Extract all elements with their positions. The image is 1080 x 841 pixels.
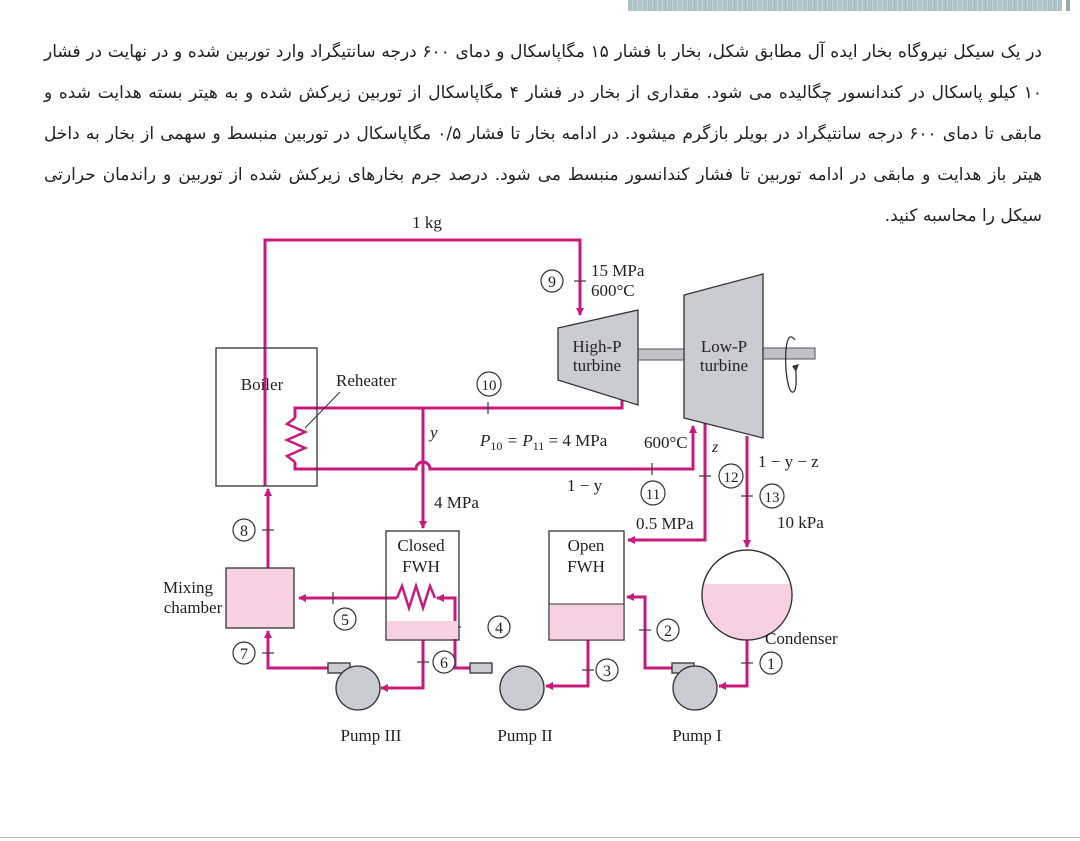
pump2-label: Pump II	[497, 726, 553, 745]
closed-fwh-coil	[395, 581, 437, 613]
state-3-label: 3	[603, 663, 611, 680]
y-label: y	[428, 423, 438, 442]
state-7-label: 7	[240, 646, 248, 663]
state-8-circle	[232, 518, 256, 542]
closed-fwh-label: Closed	[397, 536, 445, 555]
pumps	[327, 662, 718, 711]
state-4-label: 4	[495, 620, 503, 637]
condenser-pressure: 10 kPa	[777, 513, 824, 532]
open-fwh-pressure: 0.5 MPa	[636, 514, 694, 533]
state-12-circle	[718, 463, 744, 489]
pump2	[499, 665, 545, 711]
mixing-chamber	[225, 567, 295, 629]
reheat-temperature: 600°C	[644, 433, 688, 452]
state-5-label: 5	[341, 612, 349, 629]
problem-statement: در یک سیکل نیروگاه بخار ایده آل مطابق شک…	[44, 42, 1042, 226]
state-1-label: 1	[767, 656, 775, 673]
hp-turbine-label2: turbine	[573, 356, 621, 375]
state-11-circle	[640, 480, 666, 506]
condenser-label: Condenser	[765, 629, 838, 648]
one-minus-y-z-label: 1 − y − z	[758, 452, 819, 471]
state9-temperature: 600°C	[591, 281, 635, 300]
reheater-label: Reheater	[336, 371, 397, 390]
reheater-leader	[304, 391, 341, 429]
state-13-label: 13	[765, 490, 780, 506]
boiler-box	[215, 347, 318, 487]
state-12-label: 12	[724, 470, 739, 486]
pipe-condenser-to-pump1	[718, 640, 749, 690]
state-5-circle	[333, 607, 357, 631]
pump3	[335, 665, 381, 711]
boiler-label: Boiler	[241, 375, 284, 394]
state9-pressure: 15 MPa	[591, 261, 645, 280]
lp-turbine	[683, 273, 764, 439]
reheater-coil	[283, 417, 309, 463]
state-10-label: 10	[482, 378, 497, 394]
closed-fwh-label2: FWH	[402, 557, 440, 576]
state-ticks	[262, 280, 753, 671]
one-minus-y-label: 1 − y	[567, 476, 603, 495]
hp-turbine	[557, 309, 639, 406]
z-label: z	[711, 439, 719, 456]
state-9-label: 9	[548, 274, 556, 291]
shaft	[635, 348, 689, 361]
mass-label: 1 kg	[412, 213, 442, 232]
state-13-circle	[759, 483, 785, 509]
pipes	[263, 238, 751, 692]
state-1-circle	[759, 651, 783, 675]
pipe-closed-drain-to-pump3	[380, 640, 425, 692]
pipe-open-to-pump2	[545, 640, 590, 690]
bleed-pressure: 4 MPa	[434, 493, 479, 512]
state-2-label: 2	[664, 623, 672, 640]
pipe-pump1-to-open	[626, 593, 672, 670]
open-fwh-label: Open	[568, 536, 605, 555]
state-8-label: 8	[240, 523, 248, 540]
mixing-label2: chamber	[164, 598, 223, 617]
state-3-circle	[595, 658, 619, 682]
pump3-label: Pump III	[341, 726, 402, 745]
pump1	[672, 665, 718, 711]
page-divider	[0, 837, 1080, 838]
pipe-boiler-to-hp	[263, 238, 584, 486]
pipe-bleed-z	[627, 422, 707, 544]
lp-turbine-label: Low-P	[701, 337, 747, 356]
mixing-label: Mixing	[163, 578, 214, 597]
shaft-out	[760, 347, 816, 360]
scroll-progress-end	[1066, 0, 1070, 11]
state-6-label: 6	[440, 655, 448, 672]
state-10-circle	[476, 371, 502, 397]
scroll-progress-bar	[628, 0, 1062, 11]
closed-fwh	[385, 530, 460, 641]
state-11-label: 11	[646, 487, 660, 503]
state-2-circle	[656, 618, 680, 642]
state-9-circle	[540, 269, 564, 293]
state-4-circle	[487, 615, 511, 639]
pump1-label: Pump I	[672, 726, 722, 745]
lp-turbine-label2: turbine	[700, 356, 748, 375]
pump2-outlet	[469, 662, 493, 674]
pipe-hp-to-reheater	[293, 400, 624, 418]
hp-turbine-label: High-P	[572, 337, 621, 356]
rotation-arrow-icon	[784, 336, 797, 393]
open-fwh-label2: FWH	[567, 557, 605, 576]
state-6-circle	[432, 650, 456, 674]
p10-p11-label: P10 = P11 = 4 MPa	[479, 431, 608, 453]
state-7-circle	[232, 641, 256, 665]
pipe-pump3-to-mixing	[264, 630, 328, 670]
